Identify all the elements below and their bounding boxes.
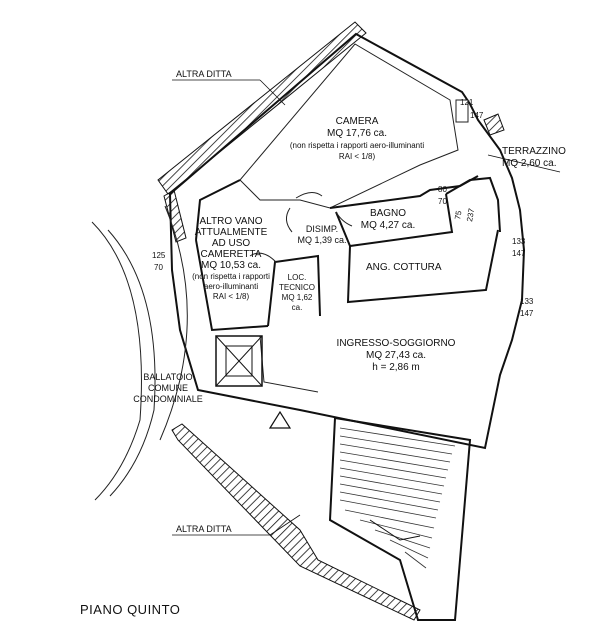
entrance-marker <box>268 410 292 429</box>
soggiorno-label: INGRESSO-SOGGIORNO MQ 27,43 ca. h = 2,86… <box>337 338 456 373</box>
leader-top-2 <box>259 79 286 106</box>
svg-text:BAGNO: BAGNO <box>370 208 406 219</box>
interior-wall-1 <box>195 179 241 241</box>
terrace-wall <box>445 176 501 233</box>
dim-cottura: 133 147 <box>512 237 526 258</box>
camera-label: CAMERA MQ 17,76 ca. (non rispetta i rapp… <box>290 116 425 161</box>
apartment-outline <box>168 32 526 450</box>
svg-text:TECNICO: TECNICO <box>279 283 315 292</box>
bagno-wall <box>335 193 454 248</box>
svg-text:70: 70 <box>154 263 163 272</box>
neighbour-wall-bottom <box>171 423 421 621</box>
bagno-label: BAGNO MQ 4,27 ca. <box>361 208 415 231</box>
svg-text:(non rispetta i rapporti: (non rispetta i rapporti <box>192 272 270 281</box>
door-arc-camera <box>295 192 323 199</box>
altra-ditta-top: ALTRA DITTA <box>176 69 232 79</box>
loc-tecnico-label: LOC. TECNICO MQ 1,62 ca. <box>279 273 315 312</box>
svg-text:RAI < 1/8): RAI < 1/8) <box>339 152 376 161</box>
terrazzino-label: TERRAZZINO MQ 2,60 ca. <box>502 146 566 169</box>
dim-cameretta: 125 70 <box>152 251 166 272</box>
svg-text:80: 80 <box>438 185 447 194</box>
stair-treads <box>339 427 456 569</box>
door-arc-cameretta <box>249 252 277 263</box>
neighbour-wall-right <box>483 113 505 136</box>
altro-vano-label: ALTRO VANO ATTUALMENTE AD USO CAMERETTA … <box>192 216 270 301</box>
ballatoio-curve-inner <box>107 229 156 497</box>
svg-text:LOC.: LOC. <box>288 273 307 282</box>
svg-text:BALLATOIO: BALLATOIO <box>143 372 192 382</box>
stair-arrow <box>369 519 421 541</box>
svg-text:MQ 1,62: MQ 1,62 <box>282 293 313 302</box>
svg-text:133: 133 <box>520 297 534 306</box>
svg-text:MQ 2,60 ca.: MQ 2,60 ca. <box>502 158 556 169</box>
ang-cottura-label: ANG. COTTURA <box>366 262 442 273</box>
svg-text:133: 133 <box>512 237 526 246</box>
svg-text:RAI < 1/8): RAI < 1/8) <box>213 292 250 301</box>
svg-text:DISIMP.: DISIMP. <box>306 224 338 234</box>
svg-text:70: 70 <box>438 197 447 206</box>
svg-text:147: 147 <box>512 249 526 258</box>
ballatoio-curve-rail <box>159 205 188 441</box>
dim-bagno-b: 75 237 <box>453 207 476 222</box>
door-arc-bagno <box>335 211 353 227</box>
disimp-label: DISIMP. MQ 1,39 ca. <box>297 224 346 245</box>
neighbour-wall-top <box>157 21 367 195</box>
elevator-shaft <box>215 335 263 387</box>
svg-text:147: 147 <box>520 309 534 318</box>
staircase-outline <box>328 416 472 621</box>
dim-soggiorno: 133 147 <box>520 297 534 318</box>
camera-window <box>455 99 469 123</box>
svg-text:ATTUALMENTE: ATTUALMENTE <box>195 227 268 238</box>
svg-text:MQ 10,53 ca.: MQ 10,53 ca. <box>201 260 261 271</box>
svg-text:TERRAZZINO: TERRAZZINO <box>502 146 566 157</box>
camera-room <box>239 43 459 209</box>
interior-wall-4 <box>329 175 479 209</box>
door-arc-disimp <box>286 207 293 233</box>
svg-text:ca.: ca. <box>292 303 303 312</box>
altra-ditta-bottom: ALTRA DITTA <box>176 524 232 534</box>
dim-bagno-a: 80 70 <box>438 185 447 206</box>
svg-text:MQ 4,27 ca.: MQ 4,27 ca. <box>361 220 415 231</box>
plan-title: PIANO QUINTO <box>80 602 180 617</box>
svg-text:147: 147 <box>470 111 484 120</box>
ballatoio-curve-outer <box>91 221 142 501</box>
svg-text:INGRESSO-SOGGIORNO: INGRESSO-SOGGIORNO <box>337 338 456 349</box>
svg-text:121: 121 <box>460 98 474 107</box>
leader-terrace <box>487 154 561 173</box>
interior-wall-3 <box>267 254 321 327</box>
elevator-inner <box>225 345 253 377</box>
svg-text:aero-illuminanti: aero-illuminanti <box>204 282 258 291</box>
svg-text:MQ 17,76 ca.: MQ 17,76 ca. <box>327 128 387 139</box>
svg-text:MQ 27,43 ca.: MQ 27,43 ca. <box>366 350 426 361</box>
elevator-cross-2 <box>215 335 263 387</box>
svg-text:CAMERETTA: CAMERETTA <box>201 249 262 260</box>
svg-text:COMUNE: COMUNE <box>148 383 188 393</box>
svg-text:CAMERA: CAMERA <box>336 116 379 127</box>
svg-text:CONDOMINIALE: CONDOMINIALE <box>133 394 203 404</box>
living-inner <box>259 335 319 393</box>
svg-text:(non rispetta i rapporti aero-: (non rispetta i rapporti aero-illuminant… <box>290 141 425 150</box>
svg-text:AD USO: AD USO <box>212 238 251 249</box>
svg-text:MQ 1,39 ca.: MQ 1,39 ca. <box>297 235 346 245</box>
svg-text:237: 237 <box>465 207 476 222</box>
leader-bottom-2 <box>269 514 301 536</box>
cottura-wall <box>346 229 499 304</box>
svg-text:125: 125 <box>152 251 166 260</box>
interior-wall-2 <box>195 239 269 332</box>
ballatoio-label: BALLATOIO COMUNE CONDOMINIALE <box>133 372 203 404</box>
svg-text:h = 2,86 m: h = 2,86 m <box>372 362 420 373</box>
dim-camera: 121 147 <box>460 98 484 120</box>
svg-text:ALTRO VANO: ALTRO VANO <box>200 216 263 227</box>
svg-text:75: 75 <box>453 209 464 220</box>
